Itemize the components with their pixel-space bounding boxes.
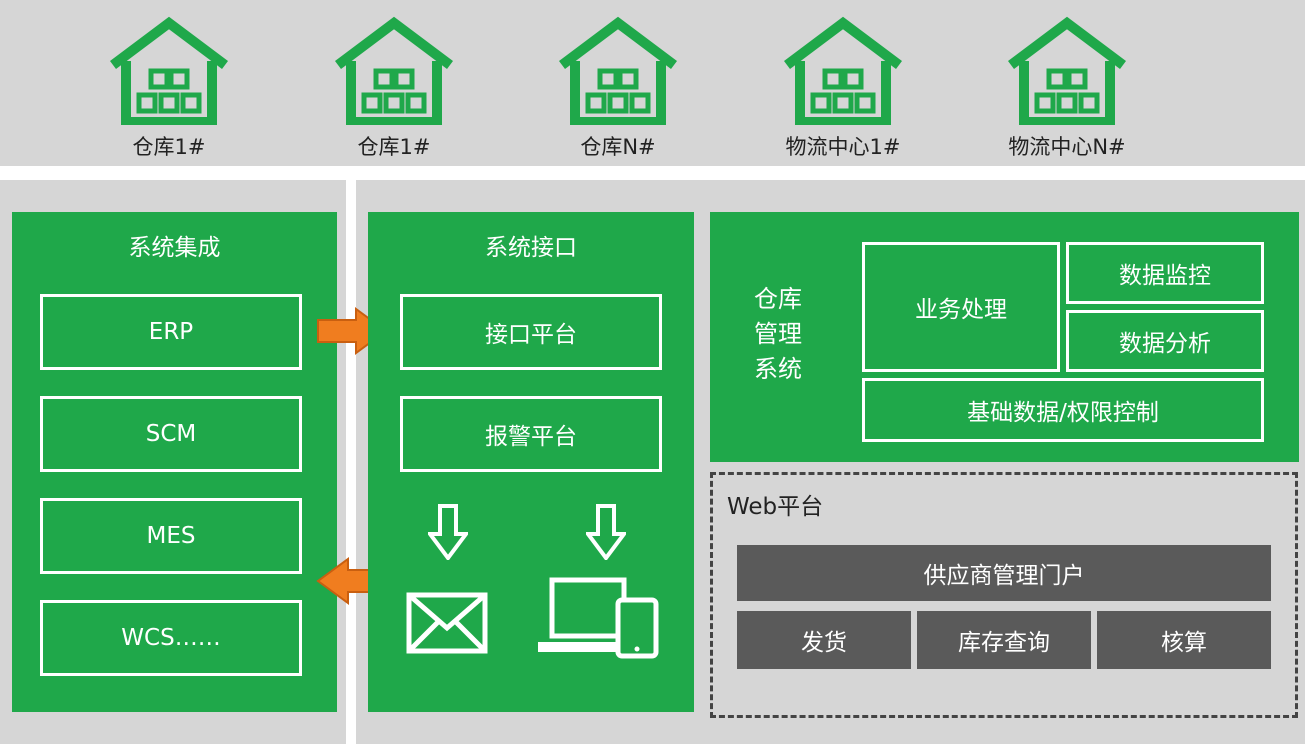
interface-panel: 系统接口 接口平台 报警平台	[368, 212, 694, 712]
mes-box: MES	[40, 498, 302, 574]
warehouse-label: 仓库N#	[580, 135, 656, 159]
accounting-box: 核算	[1097, 611, 1271, 669]
mail-icon	[406, 592, 488, 654]
warehouse-label: 物流中心N#	[1008, 135, 1126, 159]
warehouse-2: 仓库1#	[329, 15, 459, 167]
integration-title: 系统集成	[128, 235, 221, 261]
warehouse-icon	[1008, 16, 1126, 125]
alarm-platform-box: 报警平台	[400, 396, 662, 472]
web-platform: Web平台 供应商管理门户 发货 库存查询 核算	[710, 472, 1298, 718]
warehouse-label: 物流中心1#	[785, 135, 901, 159]
warehouse-icon	[110, 16, 228, 125]
arrow-down-icon	[428, 504, 468, 560]
wcs-box: WCS……	[40, 600, 302, 676]
warehouse-label: 仓库1#	[357, 135, 431, 159]
warehouse-1: 仓库1#	[104, 15, 234, 167]
inventory-query-box: 库存查询	[917, 611, 1091, 669]
wms-label-line: 仓库	[754, 285, 802, 313]
arrow-down-icon	[586, 504, 626, 560]
warehouse-3: 仓库N#	[553, 15, 683, 167]
warehouse-icon	[559, 16, 677, 125]
data-monitor-box: 数据监控	[1066, 242, 1264, 304]
erp-box: ERP	[40, 294, 302, 370]
interface-platform-box: 接口平台	[400, 294, 662, 370]
warehouse-icon	[784, 16, 902, 125]
interface-title: 系统接口	[485, 235, 577, 261]
warehouse-label: 仓库1#	[132, 135, 206, 159]
devices-icon	[538, 577, 659, 659]
business-box: 业务处理	[862, 242, 1060, 372]
wms-label-line: 管理	[754, 320, 802, 348]
basic-data-box: 基础数据/权限控制	[862, 378, 1264, 442]
scm-box: SCM	[40, 396, 302, 472]
web-platform-title: Web平台	[727, 494, 824, 520]
warehouse-icon	[335, 16, 453, 125]
logistics-center-1: 物流中心1#	[778, 15, 908, 167]
wms-label-line: 系统	[754, 355, 802, 383]
integration-panel: 系统集成 ERP SCM MES WCS……	[12, 212, 337, 712]
shipping-box: 发货	[737, 611, 911, 669]
wms-label: 仓库 管理 系统	[748, 282, 808, 387]
logistics-center-n: 物流中心N#	[1002, 15, 1132, 167]
data-analysis-box: 数据分析	[1066, 310, 1264, 372]
supplier-portal-box: 供应商管理门户	[737, 545, 1271, 601]
warehouse-band: 仓库1# 仓库1#	[0, 0, 1305, 166]
wms-panel: 仓库 管理 系统 业务处理 数据监控 数据分析 基础数据/权限控制	[710, 212, 1299, 462]
